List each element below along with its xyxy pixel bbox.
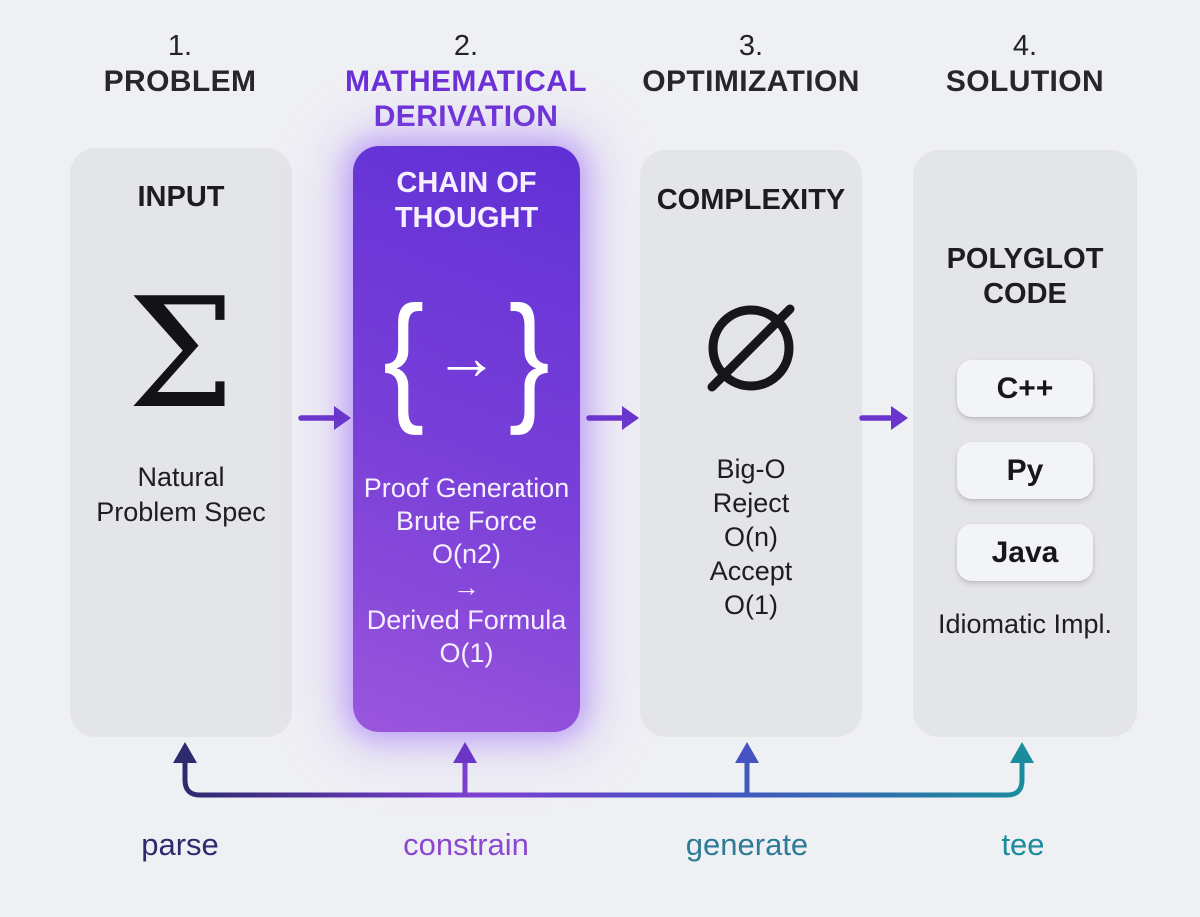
language-chip-py: Py xyxy=(957,442,1093,499)
braces-arrow-icon: { → } xyxy=(353,264,580,449)
step-header-optimization: 3. OPTIMIZATION xyxy=(601,28,901,99)
empty-set-icon xyxy=(640,290,862,402)
step-number: 3. xyxy=(738,30,764,62)
up-arrowhead-generate xyxy=(735,742,759,763)
step-number: 2. xyxy=(453,30,479,62)
card-heading-line: POLYGLOT xyxy=(946,243,1104,275)
step-header-mathematical-derivation: 2. MATHEMATICAL DERIVATION xyxy=(316,28,616,134)
card-chain-of-thought: CHAIN OF THOUGHT { → } Proof Generation … xyxy=(353,146,580,732)
arrow-right-icon: → xyxy=(434,320,499,393)
step-header-solution: 4. SOLUTION xyxy=(875,28,1175,99)
arrow-input-to-cot xyxy=(298,406,351,430)
flow-label-tee: tee xyxy=(1001,827,1045,862)
step-title: OPTIMIZATION xyxy=(642,65,860,98)
brace-right: } xyxy=(508,277,550,436)
card-polyglot-code: POLYGLOT CODE C++ Py Java Idiomatic Impl… xyxy=(913,150,1137,737)
body-line: O(1) xyxy=(724,590,778,620)
card-footer: Idiomatic Impl. xyxy=(937,609,1113,639)
step-title: MATHEMATICAL xyxy=(345,65,587,98)
card-heading-line: CODE xyxy=(983,278,1067,310)
step-title: SOLUTION xyxy=(945,65,1105,98)
step-title: DERIVATION xyxy=(373,100,559,133)
card-heading: INPUT xyxy=(137,181,225,213)
arrow-down-line: → xyxy=(453,572,480,602)
step-number: 1. xyxy=(167,30,193,62)
body-line: Brute Force xyxy=(395,506,538,536)
chip-label: Java xyxy=(991,535,1059,569)
card-heading-line: THOUGHT xyxy=(394,202,539,234)
step-number: 4. xyxy=(1012,30,1038,62)
body-line: O(1) xyxy=(439,638,494,668)
body-line: O(n2) xyxy=(431,539,502,569)
up-arrowhead-parse xyxy=(173,742,197,763)
card-heading-line: CHAIN OF xyxy=(396,167,537,199)
body-line: Problem Spec xyxy=(96,497,266,527)
body-line: Big-O xyxy=(716,454,786,484)
brace-left: { xyxy=(383,277,425,436)
language-chip-java: Java xyxy=(957,524,1093,581)
up-arrowhead-constrain xyxy=(453,742,477,763)
flow-label-generate: generate xyxy=(685,827,809,862)
card-complexity: COMPLEXITY Big-O Reject O(n) Accept O(1) xyxy=(640,150,862,737)
body-line: Reject xyxy=(712,488,790,518)
card-input: INPUT Σ Natural Problem Spec xyxy=(70,148,292,737)
chip-label: Py xyxy=(1006,453,1044,487)
chip-label: C++ xyxy=(996,371,1054,405)
body-line: Accept xyxy=(709,556,793,586)
flow-label-parse: parse xyxy=(141,827,219,862)
arrow-cot-to-complexity xyxy=(586,406,639,430)
sigma-icon: Σ xyxy=(127,265,235,442)
language-chip-cpp: C++ xyxy=(957,360,1093,417)
card-heading: COMPLEXITY xyxy=(656,184,846,216)
bottom-connector xyxy=(173,742,1034,798)
arrow-complexity-to-solution xyxy=(859,406,908,430)
body-line: Derived Formula xyxy=(366,605,567,635)
body-line: O(n) xyxy=(724,522,778,552)
step-header-problem: 1. PROBLEM xyxy=(30,28,330,99)
up-arrowhead-tee xyxy=(1010,742,1034,763)
body-line: Natural xyxy=(137,462,225,492)
body-line: Proof Generation xyxy=(363,473,570,503)
flow-label-constrain: constrain xyxy=(403,827,529,862)
step-title: PROBLEM xyxy=(103,65,257,98)
